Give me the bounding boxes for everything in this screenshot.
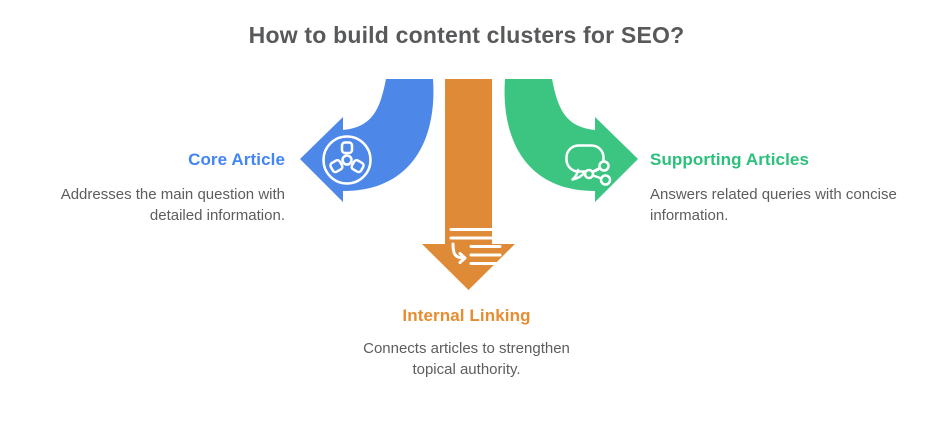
internal-linking-heading: Internal Linking [402, 306, 531, 325]
cluster-nodes-icon [322, 135, 372, 185]
section-supporting-articles: Supporting Articles Answers related quer… [650, 150, 924, 226]
section-internal-linking: Internal Linking Connects articles to st… [0, 306, 933, 380]
core-article-heading: Core Article [188, 150, 285, 169]
page-title: How to build content clusters for SEO? [248, 22, 685, 48]
supporting-articles-arrow [504, 79, 638, 202]
internal-linking-arrow [422, 79, 515, 290]
internal-linking-description: Connects articles to strengthen topical … [363, 340, 570, 378]
core-article-description: Addresses the main question with detaile… [60, 186, 285, 224]
speech-bubble-share-icon [565, 144, 612, 186]
supporting-articles-heading: Supporting Articles [650, 150, 810, 169]
section-core-article: Core Article Addresses the main question… [33, 150, 285, 226]
supporting-articles-description: Answers related queries with concise inf… [650, 186, 897, 224]
linked-list-icon [449, 228, 502, 265]
core-article-arrow [300, 79, 434, 202]
